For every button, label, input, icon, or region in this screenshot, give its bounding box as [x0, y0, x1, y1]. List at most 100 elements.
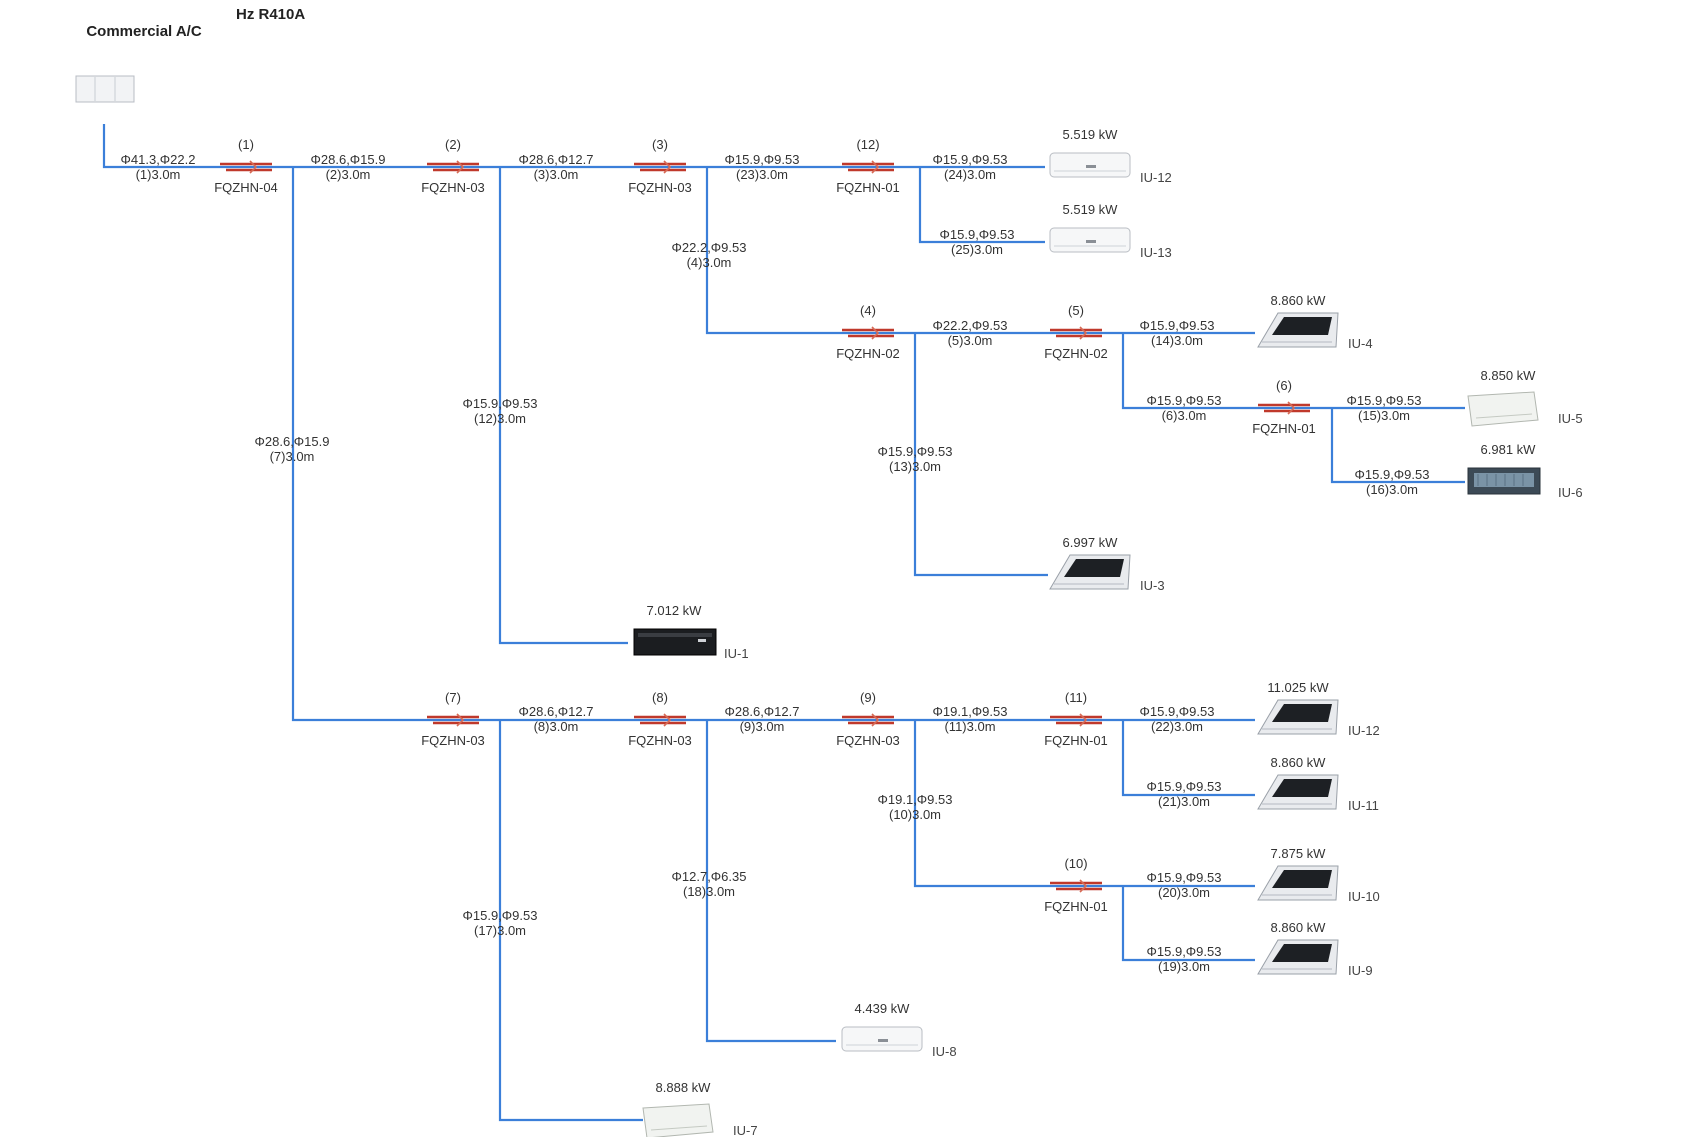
pipe-diameter: Φ12.7,Φ6.35 [672, 869, 747, 884]
pipe-length: (20)3.0m [1158, 885, 1210, 900]
pipe-length: (11)3.0m [944, 719, 995, 734]
branch-joints: (1)FQZHN-04(2)FQZHN-03(3)FQZHN-03(12)FQZ… [214, 137, 1316, 914]
pipe-length: (10)3.0m [889, 807, 941, 822]
pipe-label: Φ28.6,Φ12.7(8)3.0m [519, 704, 594, 734]
unit-name: IU-6 [1558, 485, 1583, 500]
unit-capacity: 5.519 kW [1063, 127, 1119, 142]
pipe-label: Φ15.9,Φ9.53(14)3.0m [1140, 318, 1215, 348]
pipe-length: (4)3.0m [687, 255, 732, 270]
unit-name: IU-3 [1140, 578, 1165, 593]
branch-joint: (1)FQZHN-04 [214, 137, 278, 195]
duct-unit-icon [1467, 467, 1541, 495]
branch-joint: (2)FQZHN-03 [421, 137, 485, 195]
joint-id: (9) [860, 690, 876, 705]
pipe-segment [918, 167, 1045, 244]
unit-name: IU-5 [1558, 411, 1583, 426]
cassette-unit-icon [1257, 774, 1339, 810]
pipe-length: (9)3.0m [740, 719, 785, 734]
outdoor-unit [75, 75, 135, 103]
pipe-label: Φ19.1,Φ9.53(10)3.0m [878, 792, 953, 822]
branch-joint: (7) FQZHN-03 [421, 690, 485, 748]
unit-capacity: 8.860 kW [1271, 920, 1327, 935]
pipe-label: Φ22.2,Φ9.53(5)3.0m [933, 318, 1008, 348]
indoor-unit: 5.519 kW IU-13 [1049, 202, 1172, 260]
header-title-right: Hz R410A [236, 6, 306, 23]
pipe-diameter: Φ15.9,Φ9.53 [1355, 467, 1430, 482]
pipe-diameter: Φ28.6,Φ15.9 [311, 152, 386, 167]
branch-joint: (4)FQZHN-02 [836, 303, 900, 361]
unit-capacity: 5.519 kW [1063, 202, 1119, 217]
pipe-length: (18)3.0m [683, 884, 735, 899]
pipe-label: Φ15.9,Φ9.53(21)3.0m [1147, 779, 1222, 809]
pipe-segment [291, 167, 1255, 722]
pipe-diameter: Φ15.9,Φ9.53 [463, 396, 538, 411]
pipe-label: Φ15.9,Φ9.53(19)3.0m [1147, 944, 1222, 974]
pipe-diameter: Φ22.2,Φ9.53 [933, 318, 1008, 333]
pipe-length: (14)3.0m [1151, 333, 1203, 348]
pipe-segment [1330, 408, 1465, 484]
pipe-length: (6)3.0m [1162, 408, 1207, 423]
unit-capacity: 8.860 kW [1271, 293, 1327, 308]
joint-id: (7) [445, 690, 461, 705]
pipe-label: Φ15.9,Φ9.53(17)3.0m [463, 908, 538, 938]
floor-unit-icon [1467, 391, 1539, 427]
pipe-label: Φ15.9,Φ9.53(13)3.0m [878, 444, 953, 474]
pipe-label: Φ15.9,Φ9.53(24)3.0m [933, 152, 1008, 182]
unit-name: IU-1 [724, 646, 749, 661]
joint-id: (8) [652, 690, 668, 705]
unit-capacity: 11.025 kW [1267, 680, 1329, 695]
unit-name: IU-12 [1140, 170, 1172, 185]
pipe-length: (12)3.0m [474, 411, 526, 426]
joint-model: FQZHN-04 [214, 180, 278, 195]
pipe-segment [1121, 886, 1255, 962]
cassette-unit-icon [1257, 939, 1339, 975]
pipe-length: (2)3.0m [326, 167, 371, 182]
pipe-label: Φ19.1,Φ9.53(11)3.0m [933, 704, 1008, 734]
unit-capacity: 8.888 kW [656, 1080, 712, 1095]
pipe-length: (8)3.0m [534, 719, 579, 734]
pipe-diameter: Φ19.1,Φ9.53 [878, 792, 953, 807]
floor-unit-icon [642, 1103, 714, 1137]
pipe-segment [498, 720, 643, 1122]
joint-model: FQZHN-03 [836, 733, 900, 748]
pipe-diameter: Φ15.9,Φ9.53 [1347, 393, 1422, 408]
joint-model: FQZHN-02 [1044, 346, 1108, 361]
unit-name: IU-13 [1140, 245, 1172, 260]
diagram-header: Commercial A/C Hz R410A [78, 6, 305, 40]
joint-id: (6) [1276, 378, 1292, 393]
pipe-diameter: Φ15.9,Φ9.53 [1147, 944, 1222, 959]
pipe-length: (13)3.0m [889, 459, 941, 474]
pipe-segment [498, 167, 628, 645]
pipe-length: (19)3.0m [1158, 959, 1210, 974]
pipe-length: (21)3.0m [1158, 794, 1210, 809]
joint-model: FQZHN-01 [836, 180, 900, 195]
branch-joint: (10)FQZHN-01 [1044, 856, 1108, 914]
pipe-diameter: Φ15.9,Φ9.53 [1147, 393, 1222, 408]
branch-joint: (6)FQZHN-01 [1252, 378, 1316, 436]
pipe-diameter: Φ15.9,Φ9.53 [933, 152, 1008, 167]
joint-model: FQZHN-03 [421, 733, 485, 748]
pipe-length: (23)3.0m [736, 167, 788, 182]
pipe-length: (15)3.0m [1358, 408, 1410, 423]
branch-joint: (11)FQZHN-01 [1044, 690, 1108, 748]
pipe-label: Φ15.9,Φ9.53(16)3.0m [1355, 467, 1430, 497]
wall-unit-icon [1049, 152, 1131, 178]
joint-id: (2) [445, 137, 461, 152]
pipe-length: (5)3.0m [948, 333, 993, 348]
pipe-diameter: Φ28.6,Φ15.9 [255, 434, 330, 449]
pipe-label: Φ28.6,Φ12.7(3)3.0m [519, 152, 594, 182]
indoor-unit: 5.519 kW IU-12 [1049, 127, 1172, 185]
joint-id: (11) [1065, 690, 1087, 705]
pipe-diameter: Φ41.3,Φ22.2 [121, 152, 196, 167]
pipe-diameter: Φ15.9,Φ9.53 [463, 908, 538, 923]
